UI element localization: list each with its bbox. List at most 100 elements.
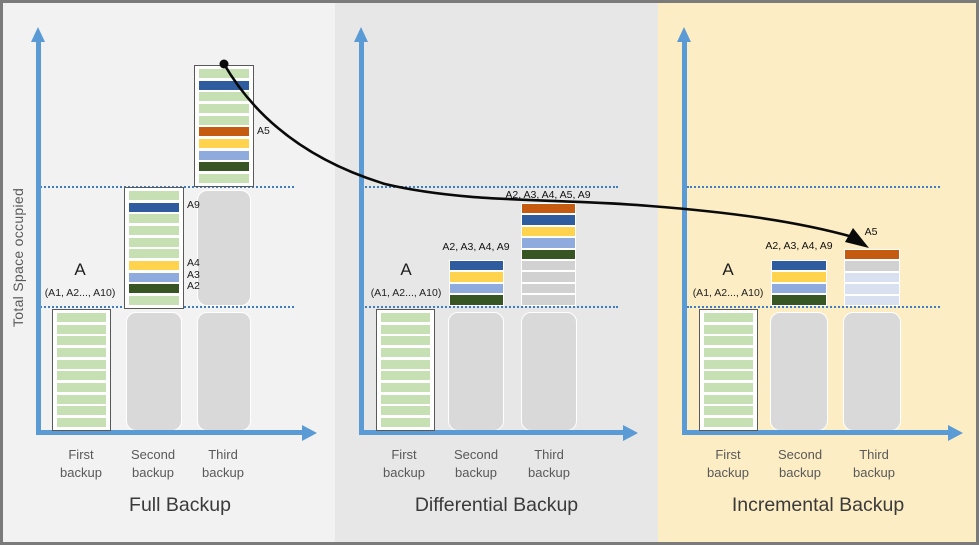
panel-differential-backup: A (A1, A2..., A10) A2, A3, A4, A9 A2, A3… (335, 0, 658, 545)
x-axis-arrow-icon (623, 424, 638, 441)
column-label-second: Second backup (453, 447, 499, 480)
green-stripe (381, 394, 430, 404)
placeholder-bar (197, 190, 251, 306)
green-stripe (57, 371, 106, 381)
green-stripe (57, 313, 106, 322)
y-axis-title: Total Space occupied (10, 187, 26, 328)
darkgreen-stripe (129, 284, 179, 294)
green-stripe (199, 115, 249, 125)
green-stripe (704, 313, 753, 322)
second-backup-stack (449, 260, 504, 306)
column-label-third: Third backup (528, 447, 570, 480)
column-label-second: Second backup (777, 447, 823, 480)
column-label-first: First backup (383, 447, 425, 480)
green-stripe (199, 92, 249, 102)
green-stripe (57, 382, 106, 392)
green-stripe (381, 324, 430, 334)
green-stripe (381, 359, 430, 369)
dotted-guide-lower (687, 306, 940, 308)
green-stripe (57, 359, 106, 369)
green-stripe (129, 191, 179, 200)
dataset-sublabel: (A1, A2..., A10) (370, 287, 442, 299)
yellow-stripe (449, 271, 504, 283)
green-stripe (381, 417, 430, 427)
bluegray-stripe (844, 271, 900, 284)
green-stripe (381, 336, 430, 346)
green-stripe (57, 347, 106, 357)
lightblue-stripe (771, 282, 827, 295)
dotted-guide-lower (362, 306, 618, 308)
green-stripe (381, 313, 430, 322)
placeholder-bar (843, 312, 901, 431)
stack-label-third: A2, A3, A4, A5, A9 (505, 189, 591, 201)
green-stripe (704, 371, 753, 381)
x-axis-arrow-icon (302, 424, 317, 441)
dotted-guide-upper (687, 186, 940, 188)
dataset-label: A (400, 260, 412, 279)
block-label-a9: A9 (187, 199, 200, 211)
bluegray-stripe (844, 283, 900, 295)
y-axis (682, 42, 687, 435)
gray-stripe (521, 294, 576, 306)
second-backup-bar (124, 187, 184, 309)
block-label-a3: A3 (187, 269, 200, 281)
placeholder-bar (521, 312, 577, 431)
yellow-stripe (199, 138, 249, 148)
block-label-a2: A2 (187, 280, 200, 292)
green-stripe (381, 382, 430, 392)
lightblue-stripe (449, 282, 504, 295)
green-stripe (199, 103, 249, 113)
green-stripe (57, 406, 106, 416)
placeholder-bar (770, 312, 828, 431)
blue-stripe (449, 260, 504, 272)
first-backup-bar (699, 309, 758, 431)
green-stripe (704, 324, 753, 334)
y-axis (359, 42, 364, 435)
first-backup-bar (52, 309, 111, 431)
y-axis (36, 42, 41, 435)
x-axis (682, 430, 948, 435)
column-label-first: First backup (60, 447, 102, 480)
darkgreen-stripe (449, 294, 504, 306)
darkgreen-stripe (521, 248, 576, 260)
blue-stripe (129, 202, 179, 212)
green-stripe (199, 69, 249, 78)
block-label-a5: A5 (257, 125, 270, 137)
second-backup-stack (771, 260, 827, 306)
third-backup-stack (844, 249, 900, 306)
third-backup-stack (521, 203, 576, 306)
stack-label-second: A2, A3, A4, A9 (765, 240, 833, 252)
green-stripe (704, 359, 753, 369)
first-backup-bar (376, 309, 435, 431)
gray-stripe (844, 260, 900, 272)
panel-full-backup: Total Space occupied A (A1, A2..., A10) … (0, 0, 335, 545)
dataset-sublabel: (A1, A2..., A10) (692, 287, 764, 299)
blue-stripe (199, 80, 249, 90)
column-label-first: First backup (707, 447, 749, 480)
green-stripe (199, 173, 249, 183)
y-axis-arrow-icon (676, 27, 691, 42)
green-stripe (704, 382, 753, 392)
gray-stripe (521, 271, 576, 283)
green-stripe (704, 336, 753, 346)
placeholder-bar (197, 312, 251, 431)
gray-stripe (521, 259, 576, 272)
green-stripe (704, 347, 753, 357)
darkgreen-stripe (771, 294, 827, 306)
panel-title: Full Backup (129, 494, 231, 516)
green-stripe (129, 214, 179, 224)
orange-stripe (521, 203, 576, 215)
green-stripe (704, 406, 753, 416)
green-stripe (57, 336, 106, 346)
column-label-second: Second backup (130, 447, 176, 480)
placeholder-bar (126, 312, 182, 431)
third-backup-bar (194, 65, 254, 187)
yellow-stripe (129, 260, 179, 270)
lightblue-stripe (199, 150, 249, 160)
panel-title: Incremental Backup (731, 494, 905, 516)
stack-label-second: A2, A3, A4, A9 (442, 241, 510, 253)
column-label-third: Third backup (853, 447, 895, 480)
green-stripe (381, 406, 430, 416)
green-stripe (129, 225, 179, 235)
darkgreen-stripe (199, 162, 249, 172)
